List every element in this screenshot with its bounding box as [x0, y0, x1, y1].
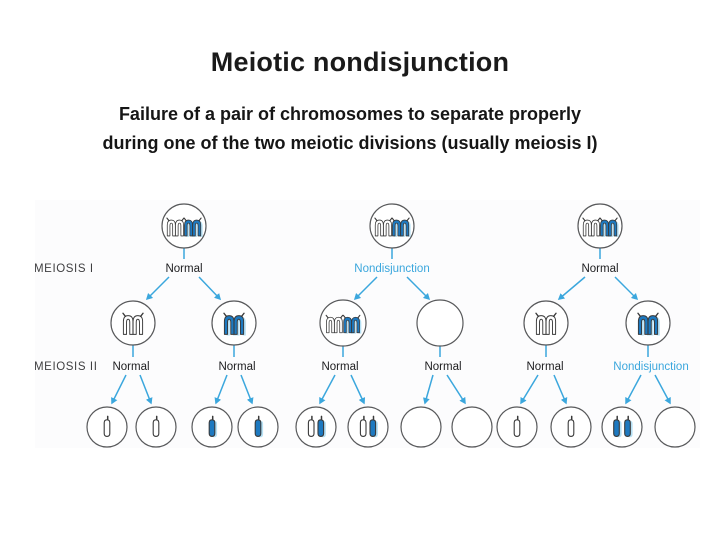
gamete-cell-empty	[654, 406, 696, 448]
division-arrow	[614, 276, 639, 301]
parent-cell-nondisjunction	[369, 203, 415, 249]
division-arrow	[240, 374, 254, 405]
white-chromosome-pair	[325, 314, 344, 334]
gamete-cell	[135, 406, 177, 448]
gamete-cell-empty	[400, 406, 442, 448]
division-arrow	[625, 374, 642, 405]
gamete-cell	[550, 406, 592, 448]
blue-chromosome-pair	[599, 217, 619, 237]
gamete-cell	[496, 406, 538, 448]
gamete-cell	[237, 406, 279, 448]
blue-chromatid	[254, 415, 264, 438]
division-arrow	[350, 374, 366, 405]
secondary-cell	[110, 300, 156, 346]
secondary-cell	[625, 300, 671, 346]
white-chromatid	[307, 415, 315, 437]
gamete-cell-disomic	[295, 406, 337, 448]
white-chromosome-pair	[374, 217, 393, 237]
normal-label: Normal	[112, 361, 149, 373]
white-chromosome-pair	[122, 312, 144, 335]
white-chromatid	[103, 415, 111, 437]
gamete-cell-disomic	[347, 406, 389, 448]
division-arrow	[446, 374, 466, 405]
division-arrow	[654, 374, 671, 405]
normal-label: Normal	[581, 263, 618, 275]
stage-label: MEIOSIS II	[35, 361, 98, 373]
normal-label: Normal	[321, 361, 358, 373]
normal-label: Normal	[165, 263, 202, 275]
blue-chromosome-pair	[223, 312, 246, 336]
gamete-cell	[191, 406, 233, 448]
blue-chromatid	[624, 415, 633, 438]
parent-cell-normal-right	[577, 203, 623, 249]
blue-chromatid	[613, 415, 622, 438]
subtitle-line-2: during one of the two meiotic divisions …	[102, 133, 598, 153]
division-arrow	[557, 276, 586, 300]
white-chromatid	[359, 415, 367, 437]
nondisjunction-label: Nondisjunction	[613, 361, 688, 373]
white-chromatid	[152, 415, 160, 437]
gamete-cell-disomic	[601, 406, 643, 448]
blue-chromosome-pair	[391, 217, 411, 237]
white-chromatid	[513, 415, 521, 437]
division-arrow	[353, 276, 378, 301]
division-arrow	[214, 374, 228, 405]
division-arrow	[520, 374, 539, 405]
blue-chromosome-pair	[183, 217, 203, 237]
blue-chromatid	[317, 415, 326, 438]
division-arrow	[423, 374, 434, 405]
division-arrow	[111, 374, 127, 405]
normal-label: Normal	[526, 361, 563, 373]
stage-label: MEIOSIS I	[35, 263, 94, 275]
secondary-cell-both-chromosomes	[319, 299, 367, 347]
division-arrow	[319, 374, 336, 405]
blue-chromatid	[208, 415, 218, 438]
white-chromosome-pair	[535, 312, 557, 335]
blue-chromosome-pair	[342, 314, 362, 334]
subtitle-line-1: Failure of a pair of chromosomes to sepa…	[118, 104, 582, 124]
slide-title: Meiotic nondisjunction	[210, 47, 510, 77]
gamete-cell	[86, 406, 128, 448]
secondary-cell	[211, 300, 257, 346]
white-chromatid	[567, 415, 575, 437]
normal-label: Normal	[218, 361, 255, 373]
division-arrow	[553, 374, 568, 405]
normal-label: Normal	[424, 361, 461, 373]
division-arrow	[139, 374, 153, 405]
white-chromosome-pair	[582, 217, 601, 237]
division-arrow	[198, 276, 222, 301]
secondary-cell-empty	[416, 299, 464, 347]
division-arrow	[145, 276, 170, 301]
secondary-cell	[523, 300, 569, 346]
blue-chromosome-pair	[637, 312, 660, 336]
slide-subtitle: Failure of a pair of chromosomes to sepa…	[0, 100, 700, 158]
blue-chromatid	[369, 415, 378, 438]
division-arrow	[406, 276, 431, 301]
parent-cell-normal-left	[161, 203, 207, 249]
gamete-cell-empty	[451, 406, 493, 448]
nondisjunction-label: Nondisjunction	[354, 263, 429, 275]
white-chromosome-pair	[166, 217, 185, 237]
